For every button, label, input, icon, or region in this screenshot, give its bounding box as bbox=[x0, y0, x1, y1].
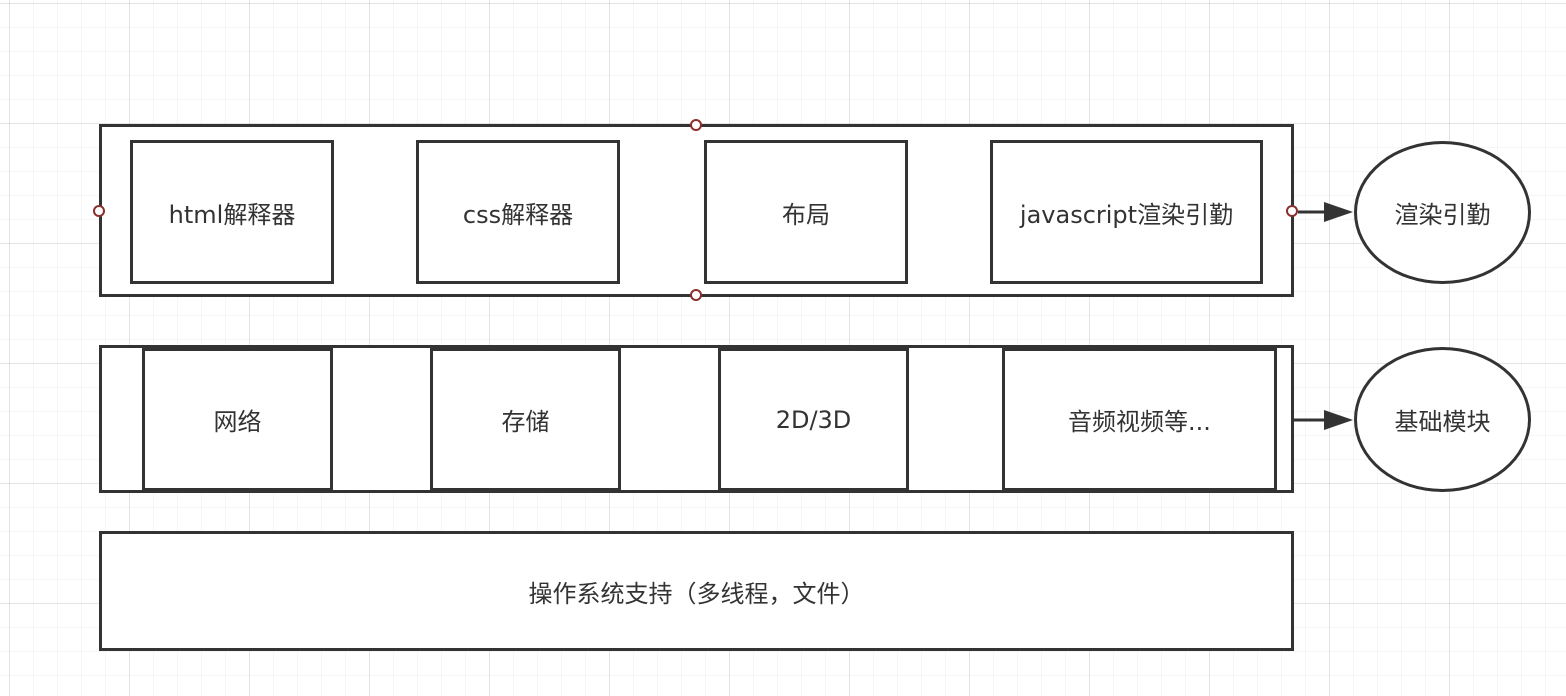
os-support-box[interactable]: 操作系统支持（多线程，文件） bbox=[99, 531, 1294, 651]
render-engine-ellipse-label: 渲染引勤 bbox=[1394, 201, 1491, 229]
connection-handle-right[interactable] bbox=[1286, 205, 1298, 217]
graphics-2d3d-label: 2D/3D bbox=[775, 405, 852, 434]
audio-video-box[interactable]: 音频视频等... bbox=[1002, 348, 1277, 491]
javascript-engine-label: javascript渲染引勤 bbox=[1019, 200, 1234, 229]
render-engine-ellipse[interactable]: 渲染引勤 bbox=[1354, 141, 1531, 284]
network-box[interactable]: 网络 bbox=[142, 348, 333, 491]
render-engine-arrow-head bbox=[1324, 202, 1353, 222]
storage-box[interactable]: 存储 bbox=[430, 348, 621, 491]
base-modules-ellipse-label: 基础模块 bbox=[1394, 408, 1491, 436]
base-modules-arrow-head bbox=[1324, 410, 1353, 430]
javascript-engine-box[interactable]: javascript渲染引勤 bbox=[990, 140, 1263, 284]
html-parser-box[interactable]: html解释器 bbox=[130, 140, 334, 284]
network-label: 网络 bbox=[213, 408, 262, 436]
layout-label: 布局 bbox=[782, 200, 830, 229]
storage-label: 存储 bbox=[501, 408, 550, 436]
connection-handle-left[interactable] bbox=[93, 205, 105, 217]
connection-handle-top[interactable] bbox=[690, 119, 702, 131]
css-parser-label: css解释器 bbox=[462, 200, 574, 229]
os-support-label: 操作系统支持（多线程，文件） bbox=[528, 579, 865, 608]
audio-video-label: 音频视频等... bbox=[1068, 408, 1211, 436]
layout-box[interactable]: 布局 bbox=[704, 140, 908, 284]
html-parser-label: html解释器 bbox=[168, 200, 296, 229]
connection-handle-bottom[interactable] bbox=[690, 289, 702, 301]
base-modules-ellipse[interactable]: 基础模块 bbox=[1354, 347, 1531, 492]
graphics-2d3d-box[interactable]: 2D/3D bbox=[718, 348, 909, 491]
css-parser-box[interactable]: css解释器 bbox=[416, 140, 620, 284]
